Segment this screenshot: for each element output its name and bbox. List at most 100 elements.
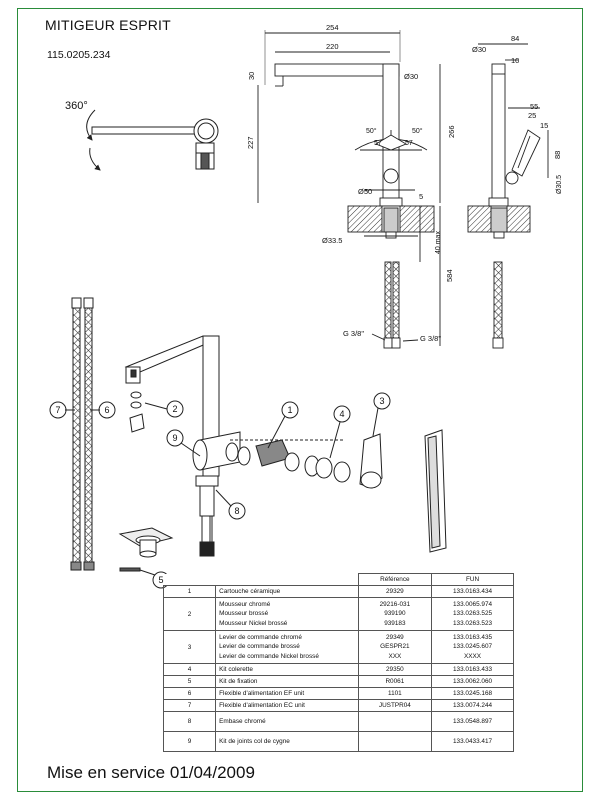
row-description: Cartouche céramique bbox=[215, 585, 359, 598]
row-reference: 1101 bbox=[357, 687, 433, 700]
row-description-line: Mousseur Nickel brossé bbox=[219, 619, 288, 627]
row-reference-line: JUSTPR04 bbox=[378, 701, 411, 709]
row-fun: 133.0163.434 bbox=[431, 585, 514, 598]
dim-57b: 57 bbox=[405, 140, 413, 147]
row-reference: R0061 bbox=[357, 675, 433, 688]
dim-15: 15 bbox=[540, 121, 548, 130]
callout-5-label: 5 bbox=[158, 575, 163, 585]
dim-dia30-5: Ø30.5 bbox=[556, 175, 563, 194]
footer-date: Mise en service 01/04/2009 bbox=[47, 763, 255, 782]
row-reference-line: GESPR21 bbox=[380, 643, 410, 651]
callout-9 bbox=[166, 429, 184, 447]
row-reference bbox=[357, 711, 433, 732]
dim-dia50: Ø50 bbox=[358, 187, 372, 196]
callout-8 bbox=[228, 502, 246, 520]
dim-84: 84 bbox=[511, 34, 519, 43]
row-description-line: Cartouche céramique bbox=[219, 587, 281, 595]
dim-227: 227 bbox=[246, 136, 255, 149]
dim-g-b: G 3/8" bbox=[420, 334, 441, 343]
dim-25: 25 bbox=[528, 111, 536, 120]
row-reference: JUSTPR04 bbox=[357, 699, 433, 712]
row-reference: 29329 bbox=[357, 585, 433, 598]
row-fun-line: 133.0548.897 bbox=[452, 717, 493, 725]
row-fun-line: 133.0062.060 bbox=[452, 677, 493, 685]
row-fun-line: 133.0163.435 bbox=[452, 633, 493, 641]
callout-3 bbox=[373, 392, 391, 410]
side-view: 84 Ø30 10 55 25 15 88 Ø30.5 bbox=[467, 34, 563, 349]
dim-10: 10 bbox=[511, 56, 519, 65]
row-reference-line: 939190 bbox=[384, 610, 406, 618]
row-fun: 133.0163.433 bbox=[431, 663, 514, 676]
callout-7-label: 7 bbox=[55, 405, 60, 415]
callout-4-label: 4 bbox=[339, 409, 344, 419]
row-description-line: Levier de commande brossé bbox=[219, 643, 300, 651]
row-fun-line: XXXX bbox=[464, 652, 482, 660]
rotation-label: 360° bbox=[65, 100, 88, 112]
dim-55: 55 bbox=[530, 102, 538, 111]
row-reference-line: XXX bbox=[388, 652, 402, 660]
callouts bbox=[49, 392, 391, 589]
row-reference-line: R0061 bbox=[385, 677, 405, 685]
row-description-line: Levier de commande chromé bbox=[219, 633, 302, 641]
callout-6-label: 6 bbox=[104, 405, 109, 415]
row-fun-line: 133.0245.168 bbox=[452, 689, 493, 697]
dim-5: 5 bbox=[419, 192, 423, 201]
header-blank-2 bbox=[215, 573, 359, 586]
callout-9-label: 9 bbox=[172, 433, 177, 443]
callout-8-label: 8 bbox=[234, 506, 239, 516]
row-number: 6 bbox=[162, 687, 217, 700]
row-reference bbox=[357, 731, 433, 752]
row-description-line: Kit colerette bbox=[219, 665, 253, 673]
row-reference-line: 29350 bbox=[385, 665, 404, 673]
row-reference: 29350 bbox=[357, 663, 433, 676]
row-fun-line: 133.0163.433 bbox=[452, 665, 493, 673]
dim-dia30-a: Ø30 bbox=[404, 72, 418, 81]
row-description-line: Flexible d'alimentation EF unit bbox=[219, 689, 305, 697]
callout-1 bbox=[281, 401, 299, 419]
dim-266: 266 bbox=[447, 125, 456, 138]
row-number: 7 bbox=[162, 699, 217, 712]
callout-1-label: 1 bbox=[287, 405, 292, 415]
row-fun: 133.0548.897 bbox=[431, 711, 514, 732]
dim-40max: 40 max bbox=[435, 231, 442, 254]
row-fun-line: 133.0074.244 bbox=[452, 701, 493, 709]
product-reference: 115.0205.234 bbox=[47, 49, 111, 61]
row-fun-line: 133.0245.607 bbox=[452, 643, 493, 651]
row-fun: 133.0062.060 bbox=[431, 675, 514, 688]
row-description-line: Mousseur chromé bbox=[219, 600, 271, 608]
row-number: 2 bbox=[162, 597, 217, 631]
row-description-line: Flexible d'alimentation EC unit bbox=[219, 701, 305, 709]
row-description: Kit de fixation bbox=[215, 675, 359, 688]
row-description: Flexible d'alimentation EC unit bbox=[215, 699, 359, 712]
row-reference-line: 29349 bbox=[385, 633, 404, 641]
row-number: 8 bbox=[162, 711, 217, 732]
dim-30-top: 30 bbox=[247, 72, 256, 80]
row-description-line: Kit de joints col de cygne bbox=[219, 737, 290, 745]
row-reference-line: 939183 bbox=[384, 619, 406, 627]
row-description-line: Kit de fixation bbox=[219, 677, 258, 685]
row-fun: 133.0245.168 bbox=[431, 687, 514, 700]
row-fun-line: 133.0263.523 bbox=[452, 619, 493, 627]
row-description-line: Mousseur brossé bbox=[219, 610, 269, 618]
parts-table-header: Référence FUN bbox=[163, 573, 514, 586]
page-frame bbox=[17, 8, 583, 792]
dim-g-a: G 3/8" bbox=[343, 329, 364, 338]
dim-584: 584 bbox=[445, 269, 454, 282]
header-fun: FUN bbox=[431, 573, 514, 586]
row-reference-line: 1101 bbox=[387, 689, 402, 697]
row-number: 3 bbox=[162, 630, 217, 664]
row-description: Kit de joints col de cygne bbox=[215, 731, 359, 752]
